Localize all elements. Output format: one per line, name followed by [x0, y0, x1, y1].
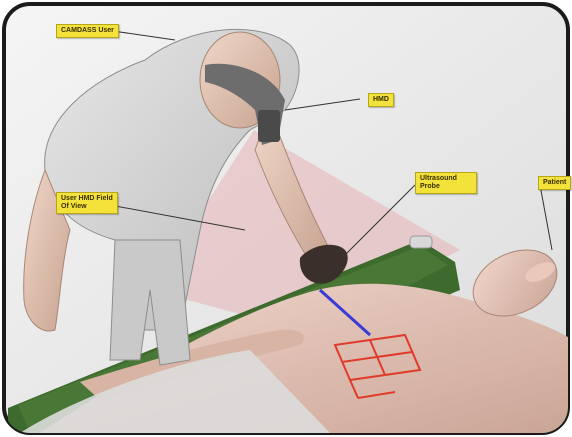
callout-ultrasound-probe: Ultrasound Probe — [415, 172, 477, 194]
callout-user-hmd-fov: User HMD Field Of View — [56, 192, 118, 214]
stretcher-handle — [410, 236, 432, 248]
hmd-display — [258, 110, 280, 142]
callout-patient: Patient — [538, 176, 571, 190]
callout-hmd: HMD — [368, 93, 394, 107]
callout-camdass-user: CAMDASS User — [56, 24, 119, 38]
